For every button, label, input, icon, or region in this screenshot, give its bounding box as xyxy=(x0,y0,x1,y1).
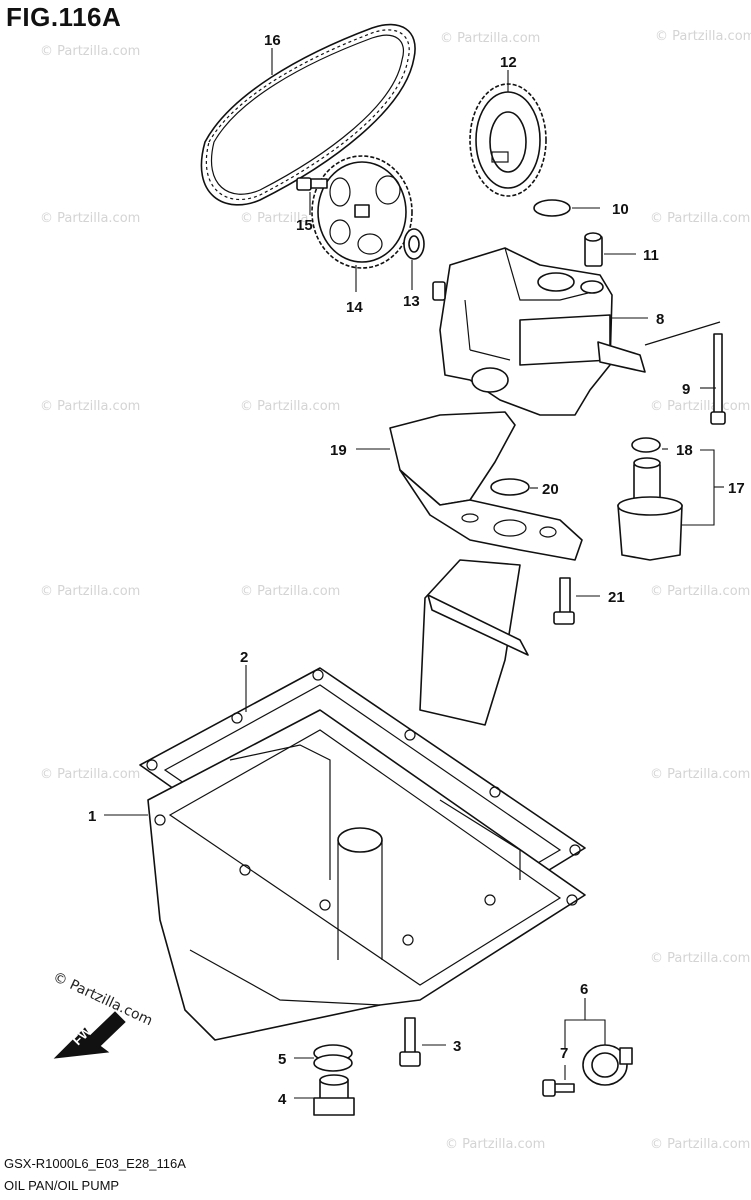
strainer-bolt xyxy=(553,577,575,625)
regulator-assembly xyxy=(617,457,683,561)
callout-15: 15 xyxy=(296,217,313,234)
watermark: © Partzilla.com xyxy=(240,399,340,414)
figure-name: OIL PAN/OIL PUMP xyxy=(4,1178,120,1193)
callout-10: 10 xyxy=(612,201,629,218)
callout-3: 3 xyxy=(453,1038,461,1055)
callout-16: 16 xyxy=(264,32,281,49)
callout-8: 8 xyxy=(656,311,664,328)
pump-drive-chain xyxy=(200,23,416,206)
callout-labels: 16 12 15 14 13 10 11 8 9 19 20 18 17 21 … xyxy=(88,32,745,1108)
callout-12: 12 xyxy=(500,54,517,71)
watermark: © Partzilla.com xyxy=(650,211,750,226)
watermark: © Partzilla.com xyxy=(650,1137,750,1152)
dowel-pin xyxy=(584,232,603,267)
callout-19: 19 xyxy=(330,442,347,459)
oil-pan-bolt xyxy=(399,1017,421,1067)
switch-bolt xyxy=(542,1079,575,1097)
watermark: © Partzilla.com xyxy=(650,951,750,966)
watermark: © Partzilla.com xyxy=(440,31,540,46)
callout-17: 17 xyxy=(728,480,745,497)
drive-sprocket xyxy=(469,83,547,197)
callout-9: 9 xyxy=(682,381,690,398)
callout-2: 2 xyxy=(240,649,248,666)
watermark: © Partzilla.com xyxy=(650,399,750,414)
watermark: © Partzilla.com xyxy=(650,584,750,599)
figure-code: GSX-R1000L6_E03_E28_116A xyxy=(4,1156,186,1171)
watermark: © Partzilla.com xyxy=(445,1137,545,1152)
figure-title: FIG.116A xyxy=(6,2,122,32)
oil-pump xyxy=(432,247,646,416)
watermark: © Partzilla.com xyxy=(650,767,750,782)
callout-18: 18 xyxy=(676,442,693,459)
callout-6: 6 xyxy=(580,981,588,998)
oil-strainer xyxy=(389,411,583,726)
washer xyxy=(403,228,425,260)
callout-11: 11 xyxy=(643,247,659,264)
callout-1: 1 xyxy=(88,808,96,825)
watermark: © Partzilla.com xyxy=(40,44,140,59)
callout-20: 20 xyxy=(542,481,559,498)
callout-13: 13 xyxy=(403,293,420,310)
watermark: © Partzilla.com xyxy=(240,584,340,599)
driven-sprocket xyxy=(311,155,413,269)
leader-lines xyxy=(104,48,724,1099)
callout-21: 21 xyxy=(608,589,625,606)
sprocket-bolt xyxy=(296,177,328,191)
regulator-o-ring xyxy=(631,437,661,453)
pump-bolt xyxy=(644,321,726,425)
oil-pressure-switch-assembly xyxy=(582,1044,633,1086)
strainer-o-ring xyxy=(490,478,530,496)
callout-4: 4 xyxy=(278,1091,287,1108)
watermark: © Partzilla.com xyxy=(655,29,751,44)
forward-direction-indicator: FWD © Partzilla.com xyxy=(50,969,155,1059)
watermark: © Partzilla.com xyxy=(40,767,140,782)
drain-plug xyxy=(313,1074,355,1116)
callout-14: 14 xyxy=(346,299,363,316)
drain-plug-gasket xyxy=(313,1044,353,1072)
oil-pan xyxy=(147,709,586,1041)
o-ring xyxy=(533,199,571,217)
callout-5: 5 xyxy=(278,1051,286,1068)
fwd-brand: © Partzilla.com xyxy=(50,969,155,1029)
watermark: © Partzilla.com xyxy=(40,399,140,414)
watermark: © Partzilla.com xyxy=(40,584,140,599)
callout-7: 7 xyxy=(560,1045,568,1062)
watermark: © Partzilla.com xyxy=(40,211,140,226)
